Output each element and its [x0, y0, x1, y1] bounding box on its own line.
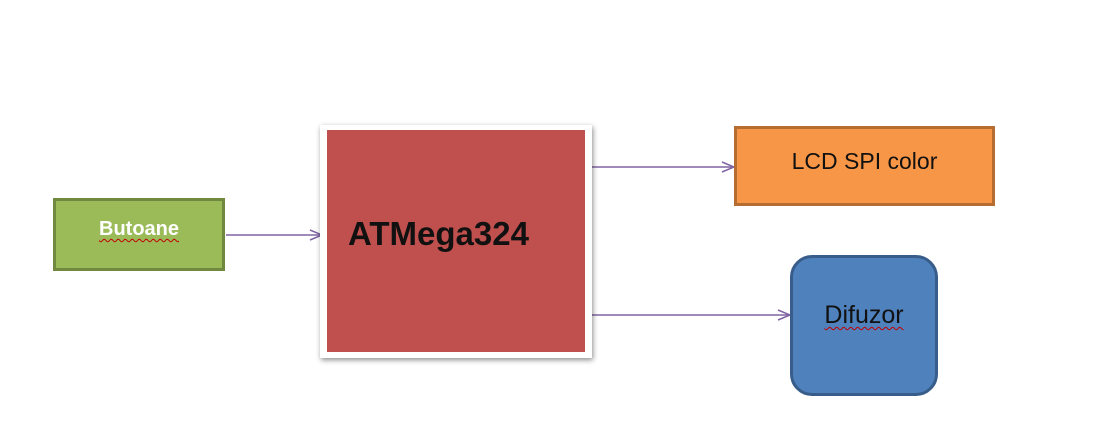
microcontroller-node-label: ATMega324 [348, 215, 529, 252]
buzzer-node-label: Difuzor [824, 301, 904, 329]
lcd-node: LCD SPI color [734, 126, 995, 206]
buttons-node-label: Butoane [99, 218, 179, 240]
microcontroller-node: ATMega324 [320, 125, 592, 358]
lcd-node-label: LCD SPI color [791, 147, 938, 174]
buttons-node: Butoane [53, 198, 225, 271]
microcontroller-node-fill [327, 130, 585, 352]
buzzer-node: Difuzor [790, 255, 938, 396]
